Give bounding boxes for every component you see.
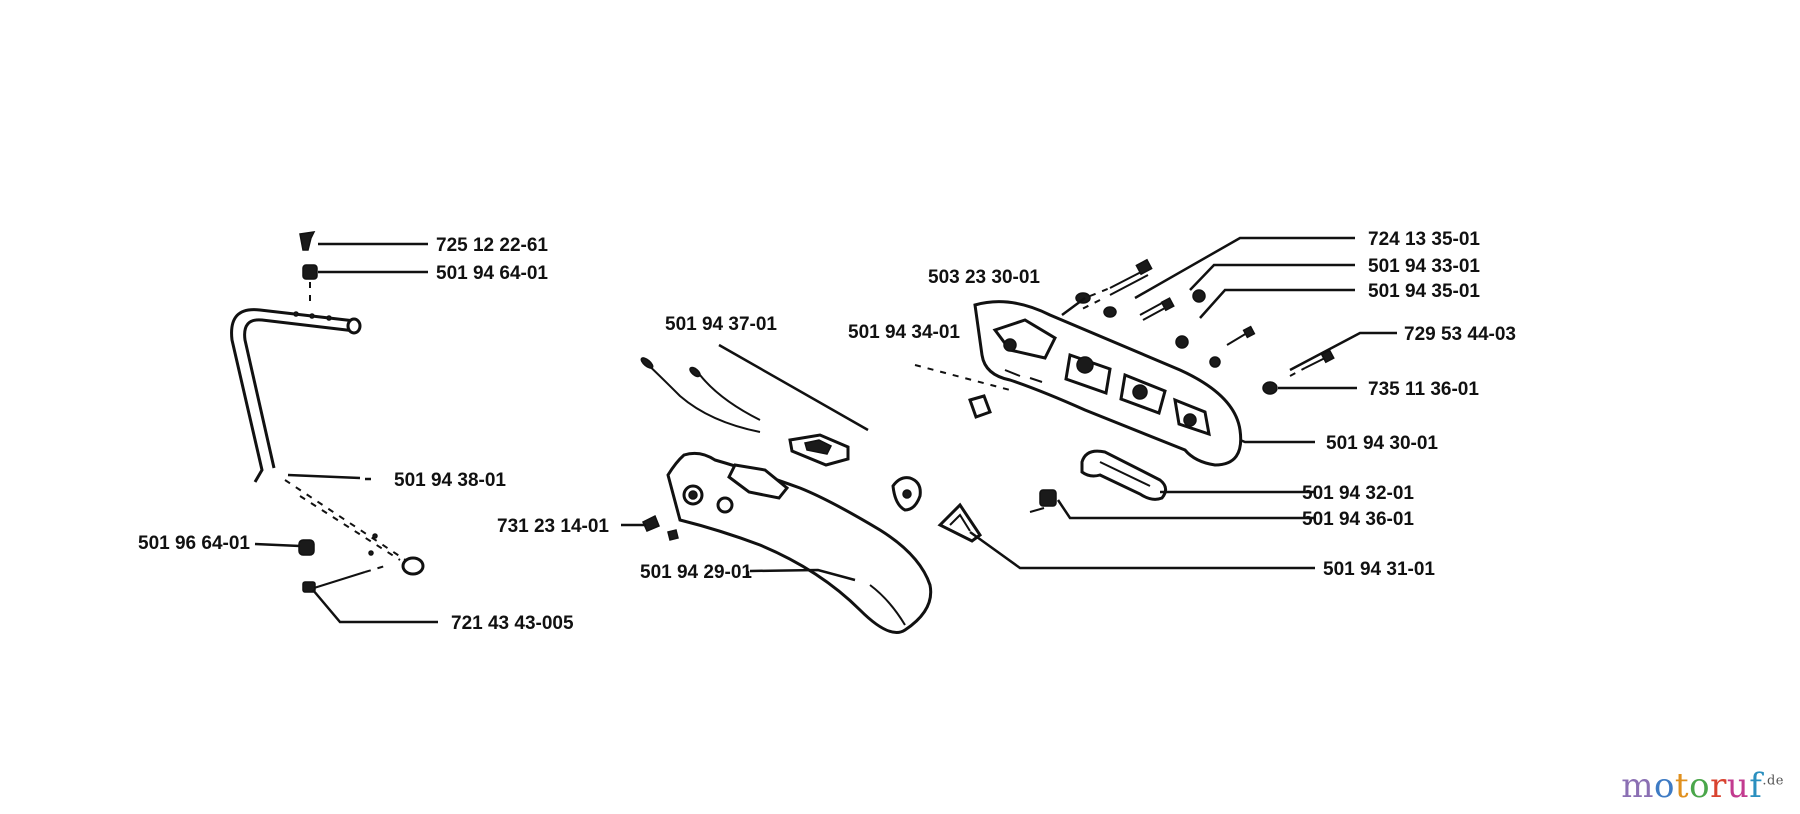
rear-cover-assembly — [640, 357, 983, 634]
label-501-94-33-01: 501 94 33-01 — [1368, 256, 1480, 277]
logo-letter: u — [1726, 766, 1750, 806]
nut-part-c — [1262, 381, 1278, 395]
trigger-part — [1080, 449, 1167, 501]
label-725-12-22-61: 725 12 22-61 — [436, 235, 548, 256]
label-501-94-31-01: 501 94 31-01 — [1323, 559, 1435, 580]
label-501-94-32-01: 501 94 32-01 — [1302, 483, 1414, 504]
handle-screw-part — [299, 231, 316, 251]
bracket-part — [891, 476, 983, 543]
nut-part-a — [1103, 289, 1206, 318]
label-721-43-43-005: 721 43 43-005 — [451, 613, 574, 634]
small-bushing-part — [914, 364, 1011, 419]
label-501-94-36-01: 501 94 36-01 — [1302, 509, 1414, 530]
label-503-23-30-01: 503 23 30-01 — [928, 267, 1040, 288]
front-handle-assembly — [230, 231, 425, 593]
rear-handle-assembly — [914, 258, 1335, 513]
label-501-94-38-01: 501 94 38-01 — [394, 470, 506, 491]
part-labels: 725 12 22-61 501 94 64-01 501 94 38-01 5… — [138, 229, 1516, 634]
handle-bolt-part — [302, 565, 386, 593]
handle-lower-nut-part — [298, 539, 315, 556]
label-501-94-64-01: 501 94 64-01 — [436, 263, 548, 284]
label-501-94-34-01: 501 94 34-01 — [848, 322, 960, 343]
label-501-94-37-01: 501 94 37-01 — [665, 314, 777, 335]
small-screw-part — [1289, 349, 1335, 377]
label-501-94-35-01: 501 94 35-01 — [1368, 281, 1480, 302]
logo-letter: t — [1674, 766, 1690, 806]
label-501-94-29-01: 501 94 29-01 — [640, 562, 752, 583]
rear-cover-part — [666, 451, 933, 634]
logo-letter: f — [1749, 766, 1763, 806]
cover-screw-part — [642, 514, 679, 541]
label-501-94-30-01: 501 94 30-01 — [1326, 433, 1438, 454]
motoruf-logo: motoruf.de — [1621, 766, 1784, 806]
logo-suffix: .de — [1762, 773, 1784, 789]
label-724-13-35-01: 724 13 35-01 — [1368, 229, 1480, 250]
logo-letter: o — [1653, 766, 1675, 806]
nut-part-b — [1175, 325, 1256, 368]
spring-part — [1029, 489, 1057, 513]
logo-letter: r — [1710, 766, 1727, 806]
handle-nut-part — [302, 264, 318, 302]
logo-letter: o — [1689, 766, 1711, 806]
leader-lines — [254, 236, 1397, 624]
cable-part — [640, 357, 850, 467]
front-handle-bar-part — [230, 308, 425, 576]
label-735-11-36-01: 735 11 36-01 — [1368, 379, 1479, 400]
long-screw-part — [1079, 258, 1175, 321]
logo-letter: m — [1621, 766, 1654, 806]
label-731-23-14-01: 731 23 14-01 — [497, 516, 609, 537]
label-501-96-64-01: 501 96 64-01 — [138, 533, 250, 554]
handle-housing-part — [973, 300, 1243, 467]
label-729-53-44-03: 729 53 44-03 — [1404, 324, 1516, 345]
